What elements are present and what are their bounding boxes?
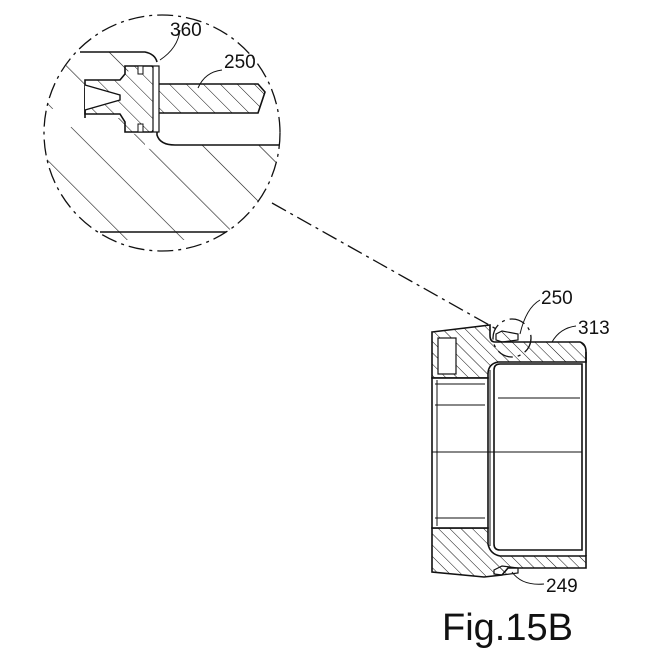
housing-313-top [431,324,587,379]
washer-360 [152,65,160,133]
detail-circle [43,14,281,252]
leader-313 [551,325,577,343]
inner-sleeve [493,363,583,551]
bolt-250-main [495,330,519,343]
leader-250-detail [197,69,223,89]
leader-249 [511,571,545,585]
detail-view: 360 250 [43,14,281,252]
bolt-250 [84,65,266,133]
label-313: 313 [578,318,610,339]
main-view: 250 313 249 [431,288,610,597]
leader-360 [159,29,181,61]
leader-250-main [519,299,541,335]
label-360: 360 [170,20,202,41]
label-249: 249 [546,576,578,597]
detail-marker-circle [492,318,532,358]
figure-title: Fig.15B [442,607,573,649]
label-250-detail: 250 [224,52,256,73]
label-250-main: 250 [541,288,573,309]
detail-connector-line [271,202,499,331]
left-ring [431,377,489,529]
housing-section [44,118,280,240]
